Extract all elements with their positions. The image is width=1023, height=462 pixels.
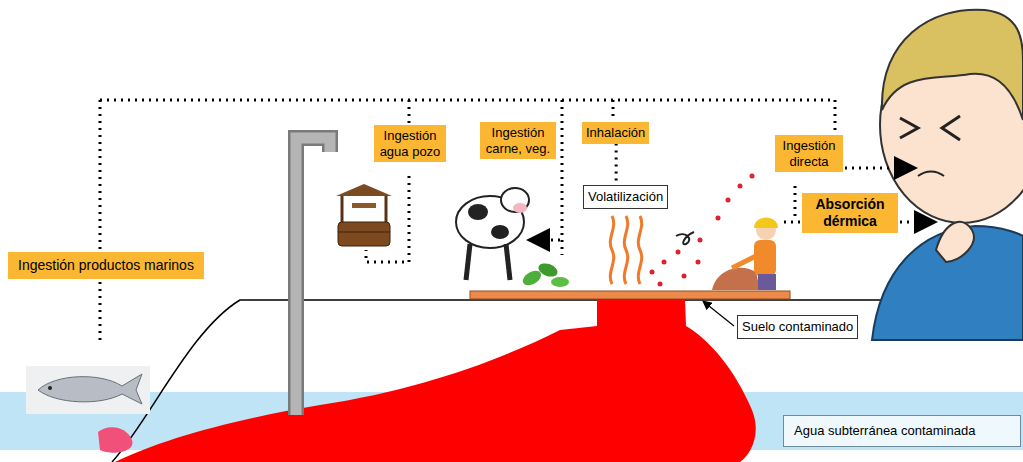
well — [336, 184, 392, 246]
pathway-box: Ingestión carne, veg. — [480, 122, 556, 159]
fish-eye — [48, 386, 52, 390]
vapor-lines — [610, 216, 641, 284]
cow — [456, 188, 529, 280]
node-text: Agua subterránea contaminada — [794, 423, 1010, 439]
leader-line — [704, 302, 734, 326]
node-text: Ingestión directa — [779, 138, 839, 169]
contaminated-soil — [470, 291, 790, 299]
node-text: Ingestión productos marinos — [18, 257, 194, 274]
pathway-box: Inhalación — [582, 122, 649, 144]
vegetables — [520, 261, 569, 288]
pathway-box: Ingestión directa — [775, 135, 843, 172]
dotted-connector — [615, 144, 618, 185]
fish-bg — [26, 366, 150, 414]
node-text: Ingestión agua pozo — [378, 128, 442, 159]
node-text: Suelo contaminado — [742, 319, 853, 335]
worker — [712, 218, 778, 291]
pipe-inner — [296, 138, 330, 415]
process-box: Volatilización — [583, 185, 668, 209]
exposure-pathways — [100, 100, 932, 345]
pathway-box: Absorción dérmica — [802, 193, 898, 233]
node-text: Volatilización — [588, 189, 663, 205]
person — [872, 10, 1023, 340]
node-text: Absorción dérmica — [806, 196, 894, 230]
region-label: Agua subterránea contaminada — [783, 415, 1021, 447]
contaminant-plume — [115, 300, 756, 462]
callout-box: Suelo contaminado — [737, 315, 858, 339]
pathway-box: Ingestión productos marinos — [8, 252, 204, 279]
fish — [38, 374, 142, 404]
pipe — [296, 138, 330, 415]
plume-spot — [98, 427, 132, 452]
swirl — [676, 232, 694, 244]
pathway-box: Ingestión agua pozo — [374, 125, 446, 162]
node-text: Ingestión carne, veg. — [484, 125, 552, 156]
node-text: Inhalación — [586, 125, 645, 141]
